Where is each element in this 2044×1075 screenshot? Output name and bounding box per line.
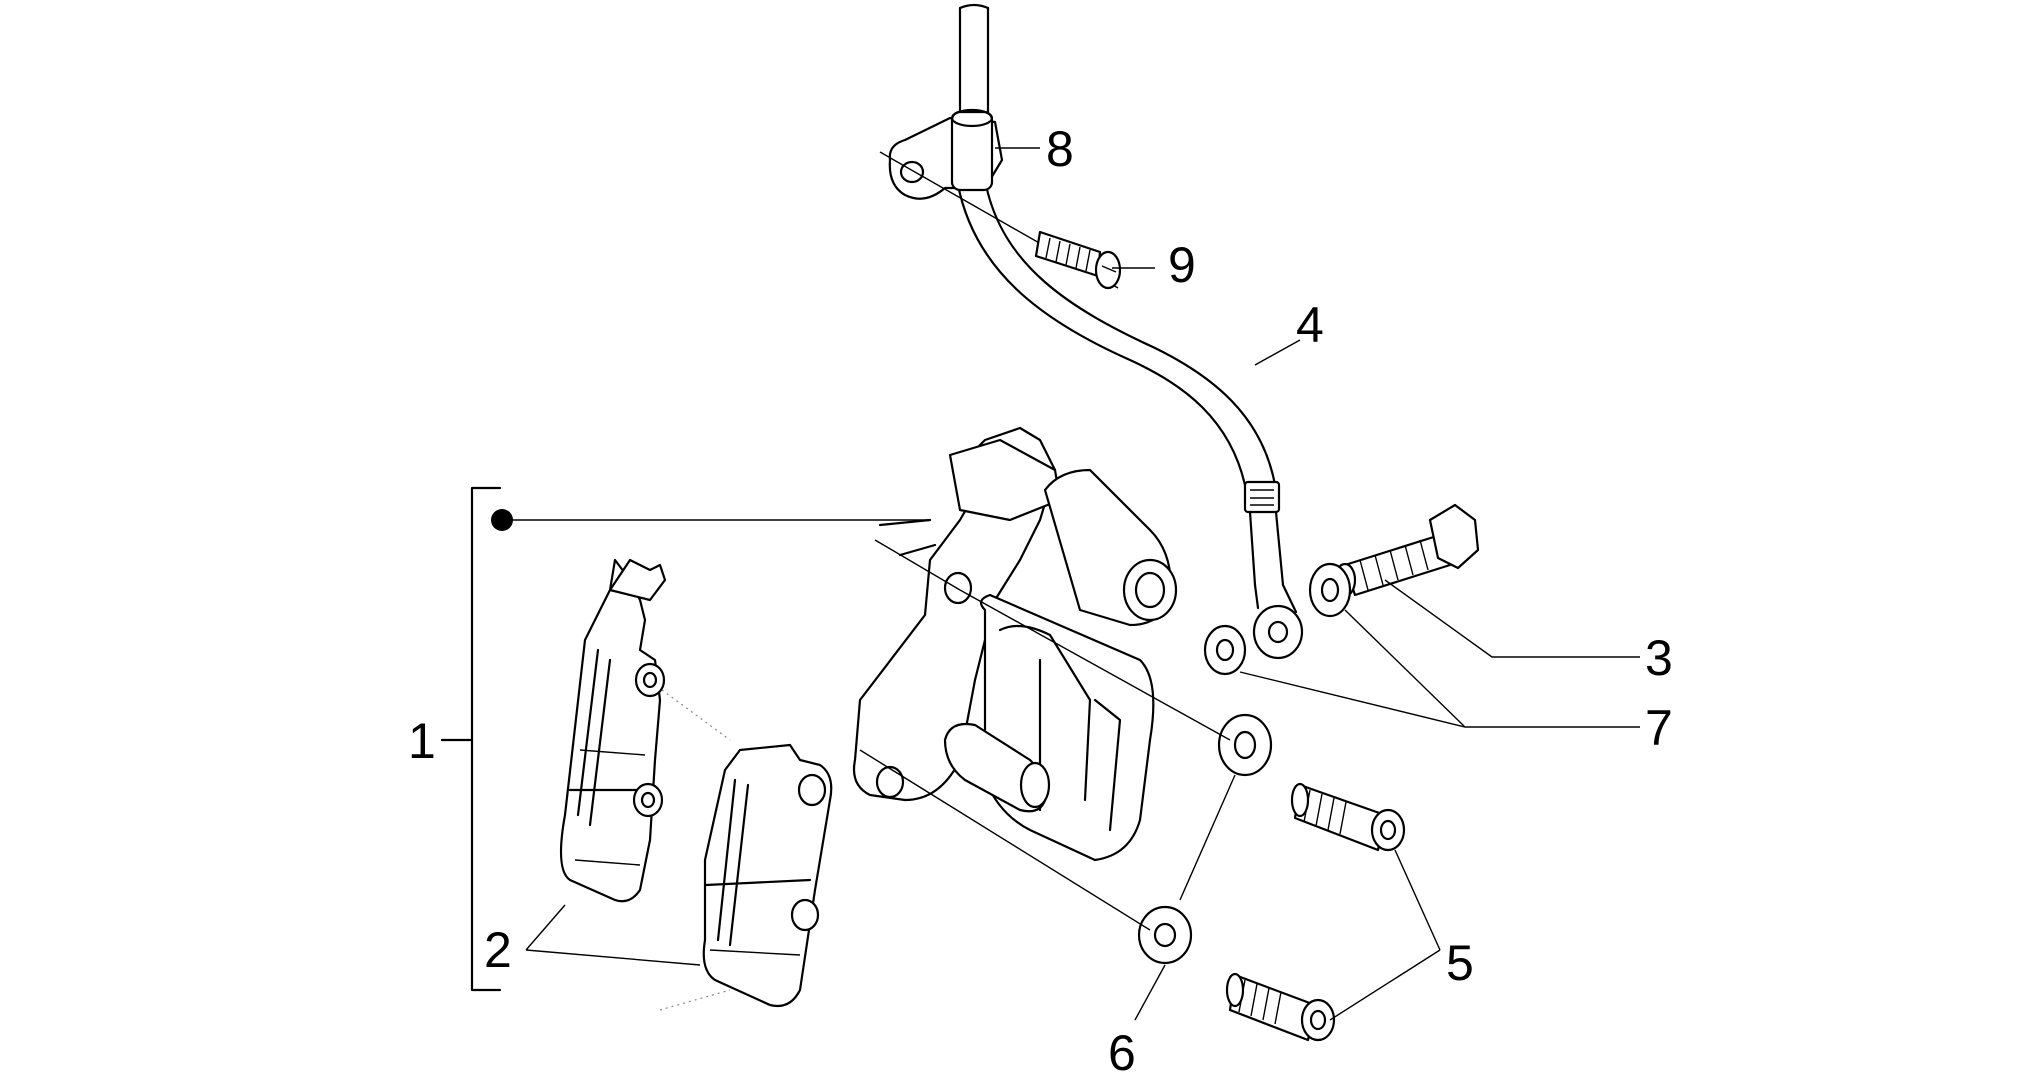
banjo-bolt (1333, 503, 1480, 598)
hose-clamp (879, 108, 1119, 289)
washer-upper (1217, 713, 1273, 777)
label-part-8: 8 (1046, 121, 1074, 177)
brake-pad-left (559, 558, 667, 903)
label-part-6: 6 (1108, 1025, 1136, 1075)
label-part-7: 7 (1645, 700, 1673, 756)
brake-pad-right (659, 689, 833, 1011)
copper-washer-upper (1308, 562, 1352, 618)
caliper-body (852, 426, 1178, 862)
leader-lines (525, 147, 1640, 1021)
brake-hose (956, 3, 1304, 660)
washer-lower (1137, 905, 1193, 965)
label-part-2: 2 (484, 922, 512, 978)
copper-washer-lower (1203, 624, 1247, 676)
caliper-screw-upper (1290, 782, 1406, 852)
label-part-5: 5 (1446, 935, 1474, 991)
label-part-4: 4 (1296, 297, 1324, 353)
label-part-3: 3 (1645, 630, 1673, 686)
clamp-screw (1034, 230, 1122, 290)
part-labels: 1 2 3 4 5 6 7 8 9 (408, 121, 1673, 1075)
label-part-9: 9 (1168, 237, 1196, 293)
assembly-bracket (440, 486, 930, 992)
caliper-screw-lower (1225, 972, 1336, 1042)
label-part-1: 1 (408, 713, 436, 769)
alignment-lines (859, 589, 1231, 931)
